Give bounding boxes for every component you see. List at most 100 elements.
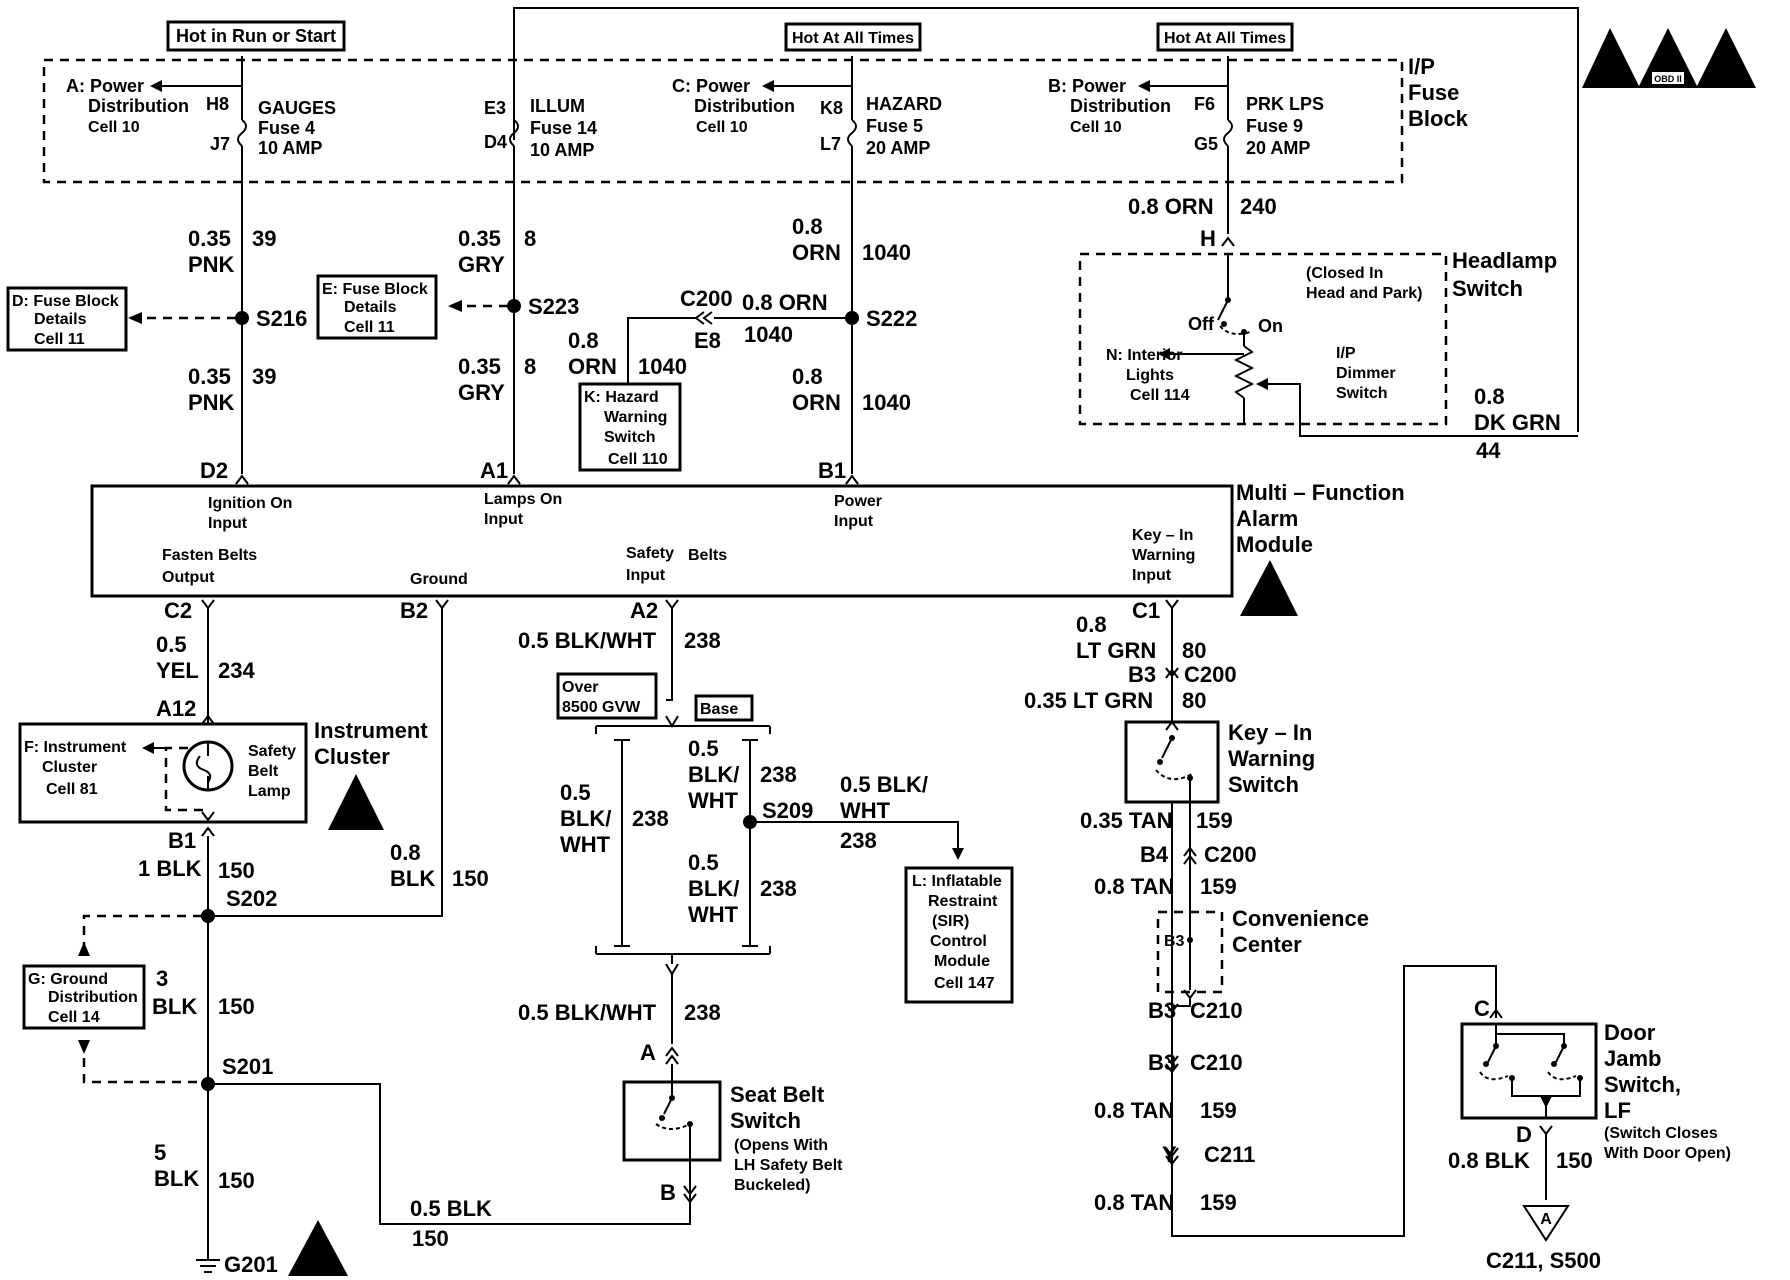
wire-label-blk-5: 5 BLK 150	[154, 1140, 255, 1193]
wire-label-blk-08: 0.8 BLK 150	[390, 840, 489, 891]
svg-text:WHT: WHT	[560, 832, 611, 857]
svg-text:20 AMP: 20 AMP	[1246, 138, 1310, 158]
svg-text:0.8: 0.8	[792, 214, 823, 239]
option-bracket-top	[595, 725, 771, 734]
key-in-warning-switch-title: Key – In Warning Switch	[1228, 720, 1315, 797]
connector-seatbelt-b-label: B	[660, 1180, 676, 1205]
svg-text:Cluster: Cluster	[314, 744, 390, 769]
svg-text:1040: 1040	[638, 354, 687, 379]
option-base: Base	[694, 694, 754, 722]
svg-text:F: Instrument: F: Instrument	[24, 739, 127, 756]
svg-text:F6: F6	[1194, 94, 1215, 114]
svg-text:0.5: 0.5	[156, 632, 187, 657]
svg-text:150: 150	[218, 858, 255, 883]
sir-module-ref: L: Inflatable Restraint (SIR) Control Mo…	[904, 866, 1014, 1004]
option-bracket-bot	[595, 946, 771, 955]
svg-text:238: 238	[760, 876, 797, 901]
svg-text:C200: C200	[1204, 842, 1257, 867]
svg-text:Ground: Ground	[410, 571, 468, 588]
convenience-center: B3	[1156, 910, 1224, 994]
connector-seatbelt-a-label: A	[640, 1040, 656, 1065]
svg-text:D: Fuse Block: D: Fuse Block	[12, 293, 119, 310]
svg-text:J7: J7	[210, 134, 230, 154]
svg-text:Fuse 5: Fuse 5	[866, 116, 923, 136]
svg-text:0.8 TAN: 0.8 TAN	[1094, 1190, 1174, 1215]
svg-text:ORN: ORN	[792, 240, 841, 265]
svg-text:Restraint: Restraint	[928, 893, 998, 910]
svg-text:PNK: PNK	[188, 252, 235, 277]
alarm-module-pin-labels: Ignition On Input Lamps On Input Power I…	[162, 491, 1195, 588]
svg-text:0.35: 0.35	[188, 226, 231, 251]
seat-belt-switch-title: Seat Belt Switch	[730, 1082, 825, 1133]
svg-text:L7: L7	[820, 134, 841, 154]
svg-text:Fuse: Fuse	[1408, 80, 1459, 105]
connector-b1-ic-label: B1	[168, 828, 196, 853]
svg-text:Base: Base	[700, 701, 738, 718]
svg-text:A: A	[1540, 1211, 1552, 1228]
svg-text:150: 150	[1556, 1148, 1593, 1173]
svg-text:0.5: 0.5	[560, 780, 591, 805]
svg-text:Hot At All Times: Hot At All Times	[792, 30, 914, 47]
svg-text:Instrument: Instrument	[314, 718, 428, 743]
svg-text:1040: 1040	[862, 240, 911, 265]
svg-text:C211, S500: C211, S500	[1486, 1248, 1601, 1273]
svg-text:Cell 110: Cell 110	[608, 451, 668, 468]
svg-text:Switch: Switch	[1452, 276, 1523, 301]
svg-text:0.8: 0.8	[568, 328, 599, 353]
wire-label-blkwht-r1: 0.5 BLK/ WHT 238	[688, 736, 797, 813]
svg-text:Belt: Belt	[248, 763, 279, 780]
svg-text:B2: B2	[400, 598, 428, 623]
hot-all-times-label-1: Hot At All Times	[784, 22, 922, 52]
svg-text:159: 159	[1200, 1190, 1237, 1215]
svg-text:Fuse 14: Fuse 14	[530, 118, 597, 138]
wire-label-blk-3: 3 BLK 150	[152, 966, 255, 1019]
svg-text:5: 5	[154, 1140, 166, 1165]
svg-text:Hot At All Times: Hot At All Times	[1164, 30, 1286, 47]
svg-text:Jamb: Jamb	[1604, 1046, 1661, 1071]
svg-text:ORN: ORN	[792, 390, 841, 415]
headlamp-on-label: On	[1258, 316, 1283, 336]
svg-text:E3: E3	[484, 98, 506, 118]
svg-text:C200: C200	[1184, 662, 1237, 687]
svg-text:A: Power: A: Power	[66, 76, 144, 96]
svg-text:238: 238	[632, 806, 669, 831]
wire-label-gry-bot: 0.35 GRY 8	[458, 354, 536, 405]
svg-text:Control: Control	[930, 933, 987, 950]
svg-text:L: Inflatable: L: Inflatable	[912, 873, 1002, 890]
wire-label-blk-door: 0.8 BLK 150	[1448, 1148, 1593, 1173]
svg-text:39: 39	[252, 364, 276, 389]
svg-text:ORN: ORN	[568, 354, 617, 379]
svg-text:0.5: 0.5	[688, 736, 719, 761]
svg-text:(Opens With: (Opens With	[734, 1137, 828, 1154]
wire-label-yel: 0.5 YEL 234	[156, 632, 255, 683]
wire-blkwht-top	[666, 608, 673, 701]
svg-text:0.8 ORN: 0.8 ORN	[742, 290, 828, 315]
svg-text:LH Safety Belt: LH Safety Belt	[734, 1157, 843, 1174]
svg-text:0.5 BLK/WHT: 0.5 BLK/WHT	[518, 1000, 657, 1025]
svg-text:0.35: 0.35	[458, 354, 501, 379]
svg-text:C: Power: C: Power	[672, 76, 750, 96]
option-over-8500-gvw: Over 8500 GVW	[556, 672, 658, 720]
svg-text:Switch: Switch	[604, 429, 656, 446]
alarm-module-connectors-bot: C2 B2 A2 C1	[164, 598, 1179, 623]
svg-text:C1: C1	[1132, 598, 1160, 623]
svg-text:Lamps On: Lamps On	[484, 491, 562, 508]
svg-text:39: 39	[252, 226, 276, 251]
ground-ref-c211-s500: A C211, S500	[1486, 1205, 1601, 1273]
svg-text:150: 150	[452, 866, 489, 891]
connector-door-c-label: C	[1474, 996, 1490, 1021]
svg-text:C210: C210	[1190, 1050, 1243, 1075]
svg-text:E: Fuse Block: E: Fuse Block	[322, 281, 428, 298]
svg-text:159: 159	[1200, 1098, 1237, 1123]
svg-text:Seat Belt: Seat Belt	[730, 1082, 825, 1107]
svg-text:0.5 BLK: 0.5 BLK	[410, 1196, 492, 1221]
svg-text:238: 238	[684, 1000, 721, 1025]
svg-text:Key – In: Key – In	[1132, 527, 1193, 544]
svg-text:D2: D2	[200, 458, 228, 483]
wire-label-orn-240: 0.8 ORN 240	[1128, 194, 1277, 219]
splice-s201-label: S201	[222, 1054, 273, 1079]
obd-ii-icon-1: OBD II	[1638, 28, 1698, 88]
connector-e8-label: E8	[694, 328, 721, 353]
headlamp-switch-contact	[1217, 254, 1229, 321]
svg-text:Center: Center	[1232, 932, 1302, 957]
